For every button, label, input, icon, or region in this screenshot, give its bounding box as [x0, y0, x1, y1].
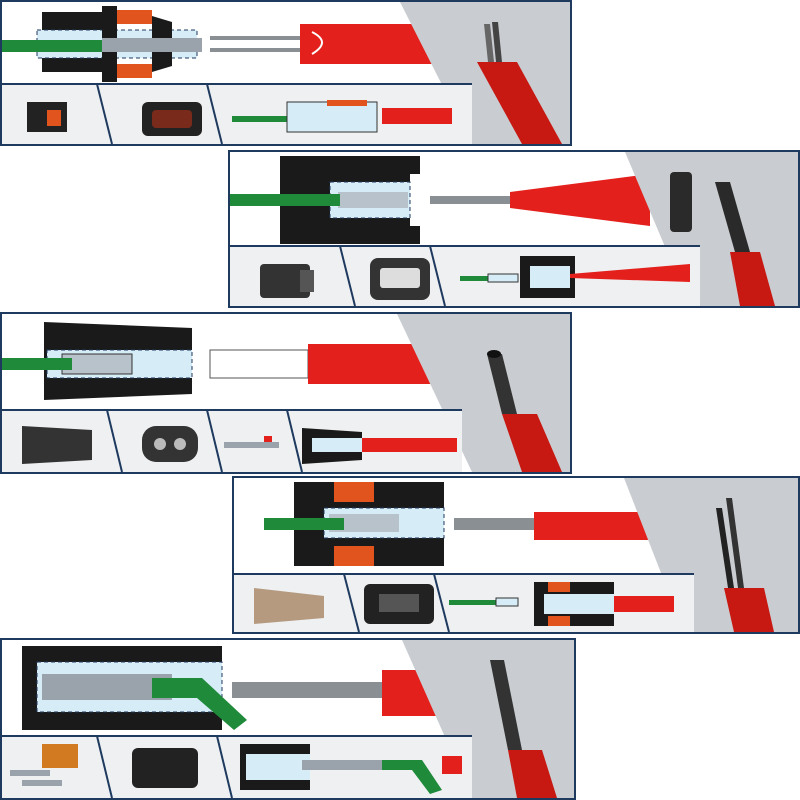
- connector-photo: [22, 426, 92, 464]
- insertion-diagram: [232, 100, 452, 133]
- removal-tool: [430, 174, 650, 226]
- tool-photo: [400, 2, 570, 144]
- connector-photo: [10, 744, 78, 786]
- terminal-pin: [102, 38, 202, 52]
- wire: [264, 518, 344, 530]
- insertion-diagram: [240, 744, 462, 794]
- wire: [2, 358, 72, 370]
- panel-3: [0, 312, 572, 474]
- tool-photo: [624, 478, 798, 632]
- insertion-diagram: [460, 256, 690, 298]
- removal-tool: [454, 512, 654, 540]
- panel-4: [232, 476, 800, 634]
- tool-photo: [397, 314, 570, 472]
- terminal-photo: [254, 588, 324, 624]
- connector-photo: [142, 426, 198, 462]
- panel-5: [0, 638, 576, 800]
- panel-1: [0, 0, 572, 146]
- wire: [2, 40, 112, 52]
- insertion-diagram: [449, 582, 674, 626]
- panel-2: [228, 150, 800, 308]
- removal-tool: [210, 24, 442, 64]
- connector-photo: [260, 264, 314, 298]
- insertion-diagram: [302, 428, 457, 464]
- tool-photo: [625, 152, 798, 306]
- wire: [230, 194, 340, 206]
- connector-photo: [370, 258, 430, 300]
- terminal-diagram: [224, 436, 279, 448]
- wire: [152, 678, 247, 730]
- connector-cross-section: [22, 646, 223, 730]
- connector-photo: [132, 748, 198, 788]
- connector-photo: [364, 584, 434, 624]
- tool-photo: [402, 640, 574, 798]
- connector-photo: [27, 102, 67, 132]
- removal-tool: [209, 344, 442, 384]
- removal-tool: [232, 670, 442, 716]
- connector-cross-section: [294, 482, 445, 566]
- connector-photo: [142, 102, 202, 136]
